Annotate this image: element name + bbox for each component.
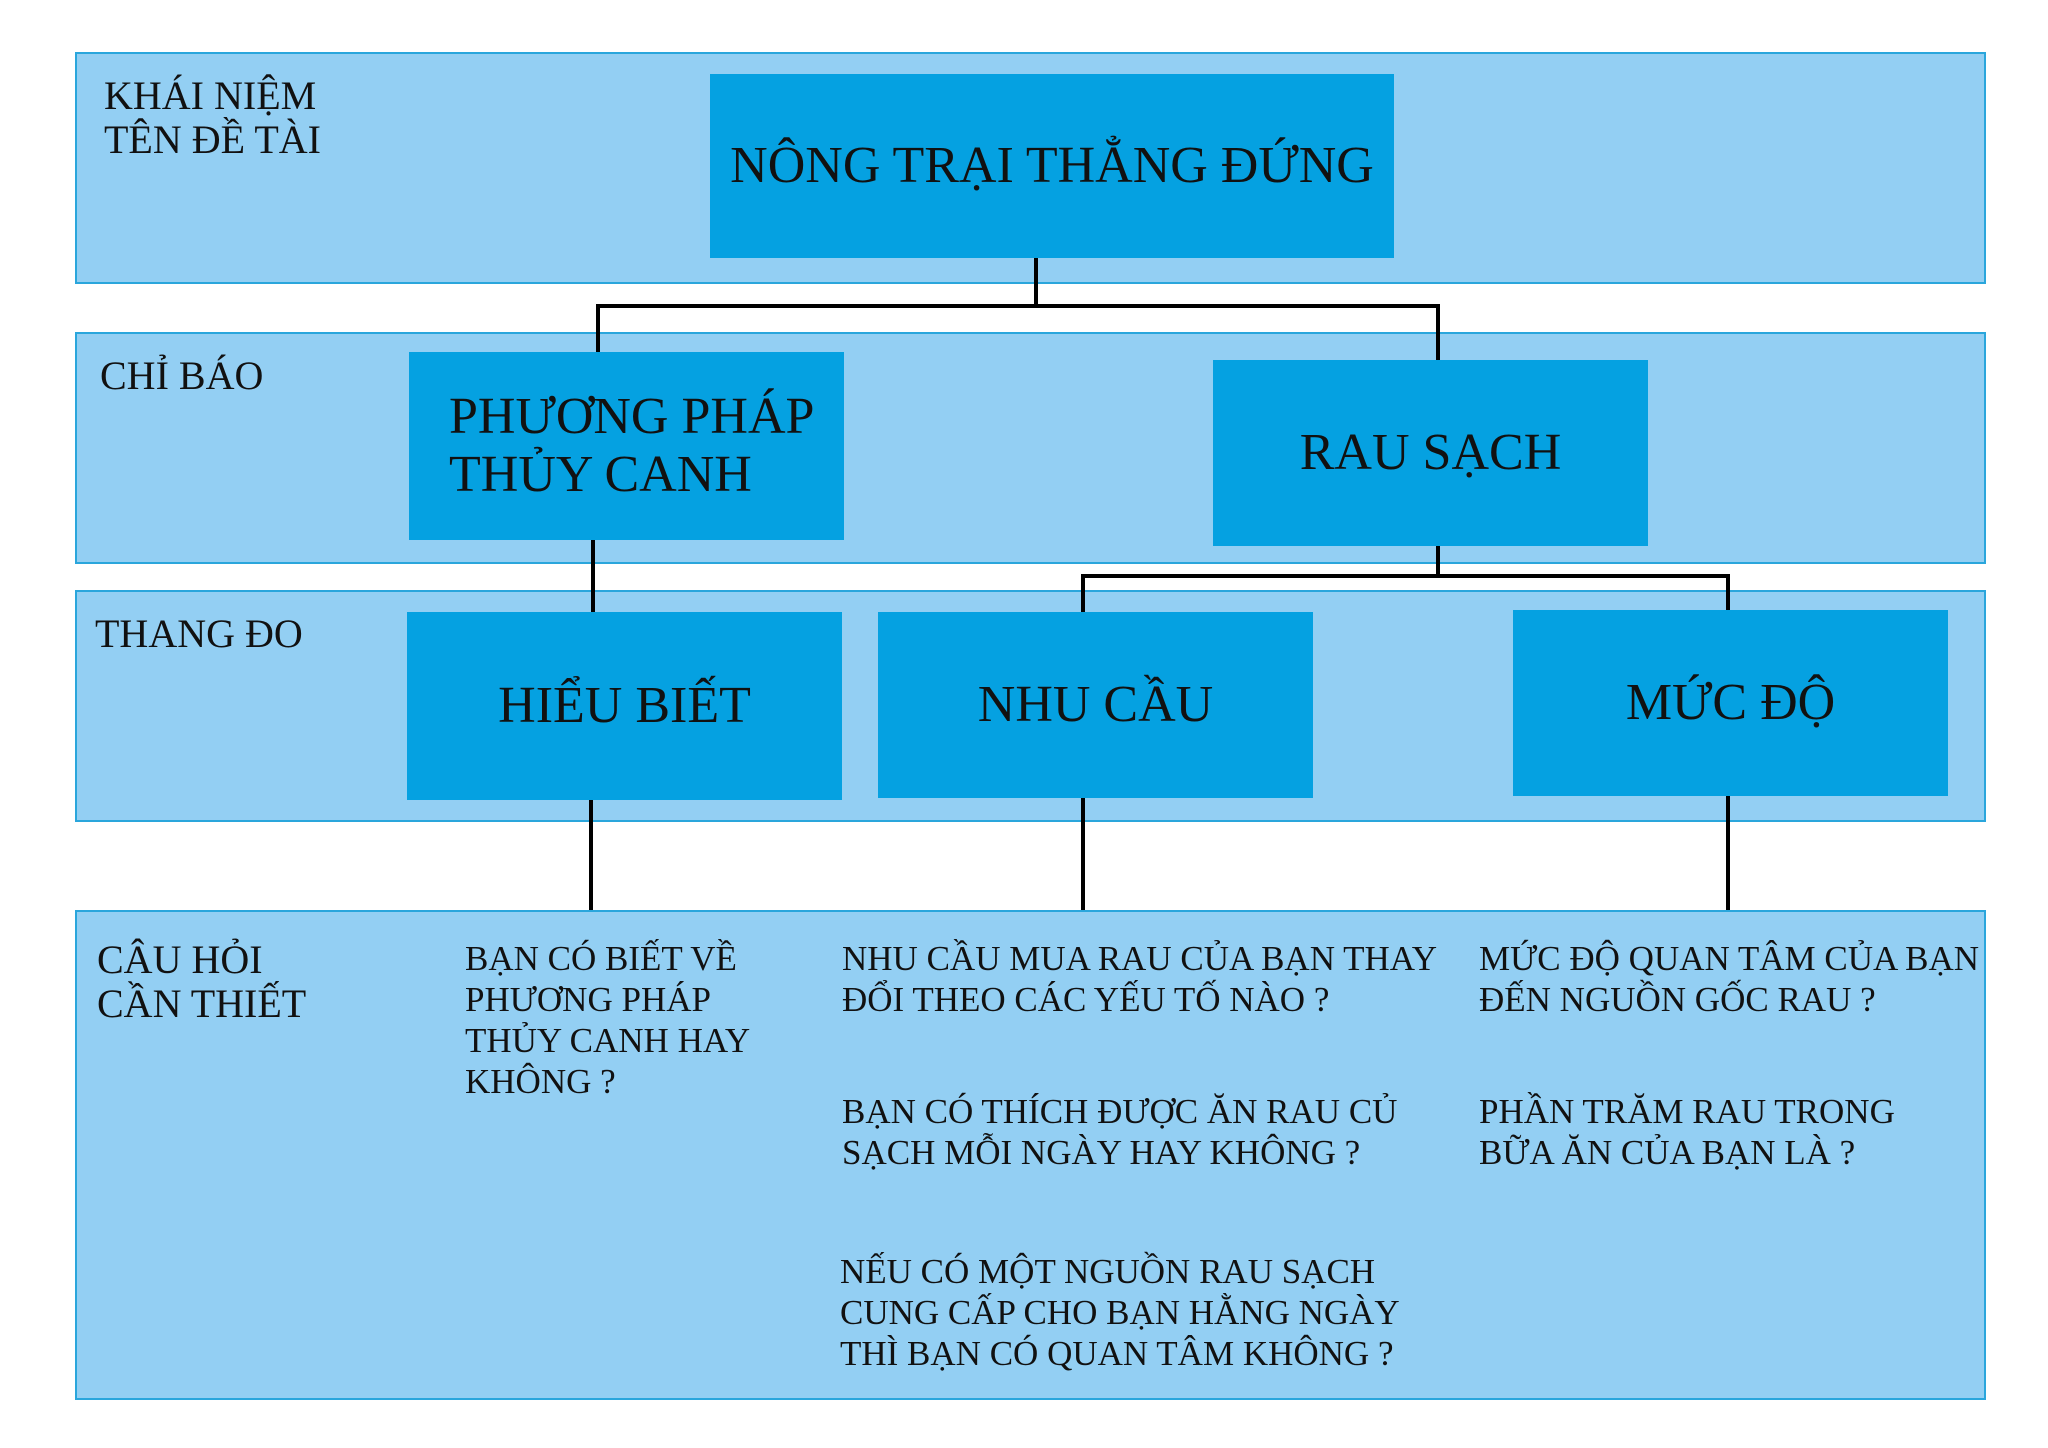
- band-label-concept: KHÁI NIỆM TÊN ĐỀ TÀI: [104, 73, 321, 162]
- band-label-questions: CÂU HỎI CẦN THIẾT: [97, 937, 307, 1026]
- question-knowledge-1: BẠN CÓ BIẾT VỀ PHƯƠNG PHÁP THỦY CANH HAY…: [465, 939, 751, 1101]
- node-knowledge-label: HIỂU BIẾT: [498, 677, 751, 734]
- node-hydroponics: PHƯƠNG PHÁP THỦY CANH: [409, 352, 844, 540]
- band-label-indicator: CHỈ BÁO: [100, 353, 264, 398]
- node-hydroponics-label: PHƯƠNG PHÁP THỦY CANH: [449, 388, 815, 503]
- band-indicator: CHỈ BÁO: [75, 332, 1986, 564]
- node-clean-veg-label: RAU SẠCH: [1299, 424, 1562, 481]
- node-demand-label: NHU CẦU: [977, 676, 1214, 733]
- node-clean-veg: RAU SẠCH: [1213, 360, 1648, 546]
- node-knowledge: HIỂU BIẾT: [407, 612, 842, 800]
- band-questions: CÂU HỎI CẦN THIẾT: [75, 910, 1986, 1400]
- question-level-2: PHẦN TRĂM RAU TRONG BỮA ĂN CỦA BẠN LÀ ?: [1479, 1092, 1895, 1172]
- node-demand: NHU CẦU: [878, 612, 1313, 798]
- node-level-label: MỨC ĐỘ: [1625, 674, 1836, 731]
- question-demand-2: BẠN CÓ THÍCH ĐƯỢC ĂN RAU CỦ SẠCH MỖI NGÀ…: [842, 1092, 1398, 1172]
- question-level-1: MỨC ĐỘ QUAN TÂM CỦA BẠN ĐẾN NGUỒN GỐC RA…: [1479, 939, 1980, 1019]
- node-root: NÔNG TRẠI THẲNG ĐỨNG: [710, 74, 1394, 258]
- node-root-label: NÔNG TRẠI THẲNG ĐỨNG: [730, 137, 1374, 194]
- question-demand-3: NẾU CÓ MỘT NGUỒN RAU SẠCH CUNG CẤP CHO B…: [840, 1252, 1400, 1373]
- band-label-scale: THANG ĐO: [95, 611, 303, 656]
- node-level: MỨC ĐỘ: [1513, 610, 1948, 796]
- question-demand-1: NHU CẦU MUA RAU CỦA BẠN THAY ĐỔI THEO CÁ…: [842, 939, 1438, 1019]
